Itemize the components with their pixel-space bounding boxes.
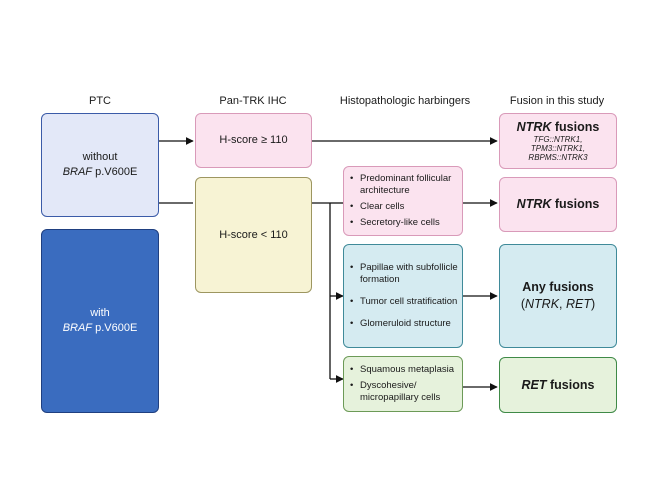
fusion-any-genes: (NTRK, RET)	[520, 297, 596, 311]
ptc-without-label: without	[82, 151, 118, 164]
header-harbingers: Histopathologic harbingers	[339, 95, 471, 107]
ptc-with-label: with	[90, 307, 110, 320]
header-ihc: Pan-TRK IHC	[219, 95, 287, 107]
hscore-high-box: H-score ≥ 110	[195, 113, 312, 168]
list-item: Dyscohesive/ micropapillary cells	[350, 380, 462, 404]
fusion-ntrk-top-detail-3: RBPMS::NTRK3	[528, 153, 588, 163]
list-item: Predominant follicular architecture	[350, 173, 462, 197]
list-item: Glomeruloid structure	[350, 318, 462, 330]
harbinger-group3: Squamous metaplasia Dyscohesive/ micropa…	[343, 356, 463, 412]
harbinger-group1: Predominant follicular architecture Clea…	[343, 166, 463, 236]
header-fusion: Fusion in this study	[509, 95, 605, 107]
fusion-ntrk-top-detail-1: TFG::NTRK1,	[533, 134, 583, 144]
fusion-any-box: Any fusions (NTRK, RET)	[499, 244, 617, 348]
fusion-ntrk-mid-box: NTRK fusions	[499, 177, 617, 232]
header-ptc: PTC	[89, 95, 111, 107]
fusion-ret-box: RET fusions	[499, 357, 617, 413]
fusion-ntrk-top-detail-2: TPM3::NTRK1,	[530, 143, 586, 153]
list-item: Squamous metaplasia	[350, 364, 462, 376]
fusion-ntrk-top-box: NTRK fusions TFG::NTRK1, TPM3::NTRK1, RB…	[499, 113, 617, 169]
ptc-with-braf-box: with BRAF p.V600E	[41, 229, 159, 413]
list-item: Secretory-like cells	[350, 217, 462, 229]
list-item: Papillae with subfollicle formation	[350, 262, 462, 286]
ptc-with-mutation: BRAF p.V600E	[62, 322, 138, 334]
hscore-low-box: H-score < 110	[195, 177, 312, 293]
fusion-ntrk-top-title: NTRK fusions	[516, 119, 600, 134]
fusion-any-title: Any fusions	[522, 280, 594, 295]
harbinger-group2: Papillae with subfollicle formation Tumo…	[343, 244, 463, 348]
ptc-without-braf-box: without BRAF p.V600E	[41, 113, 159, 217]
list-item: Tumor cell stratification	[350, 296, 462, 308]
list-item: Clear cells	[350, 201, 462, 213]
ptc-without-mutation: BRAF p.V600E	[62, 166, 138, 178]
